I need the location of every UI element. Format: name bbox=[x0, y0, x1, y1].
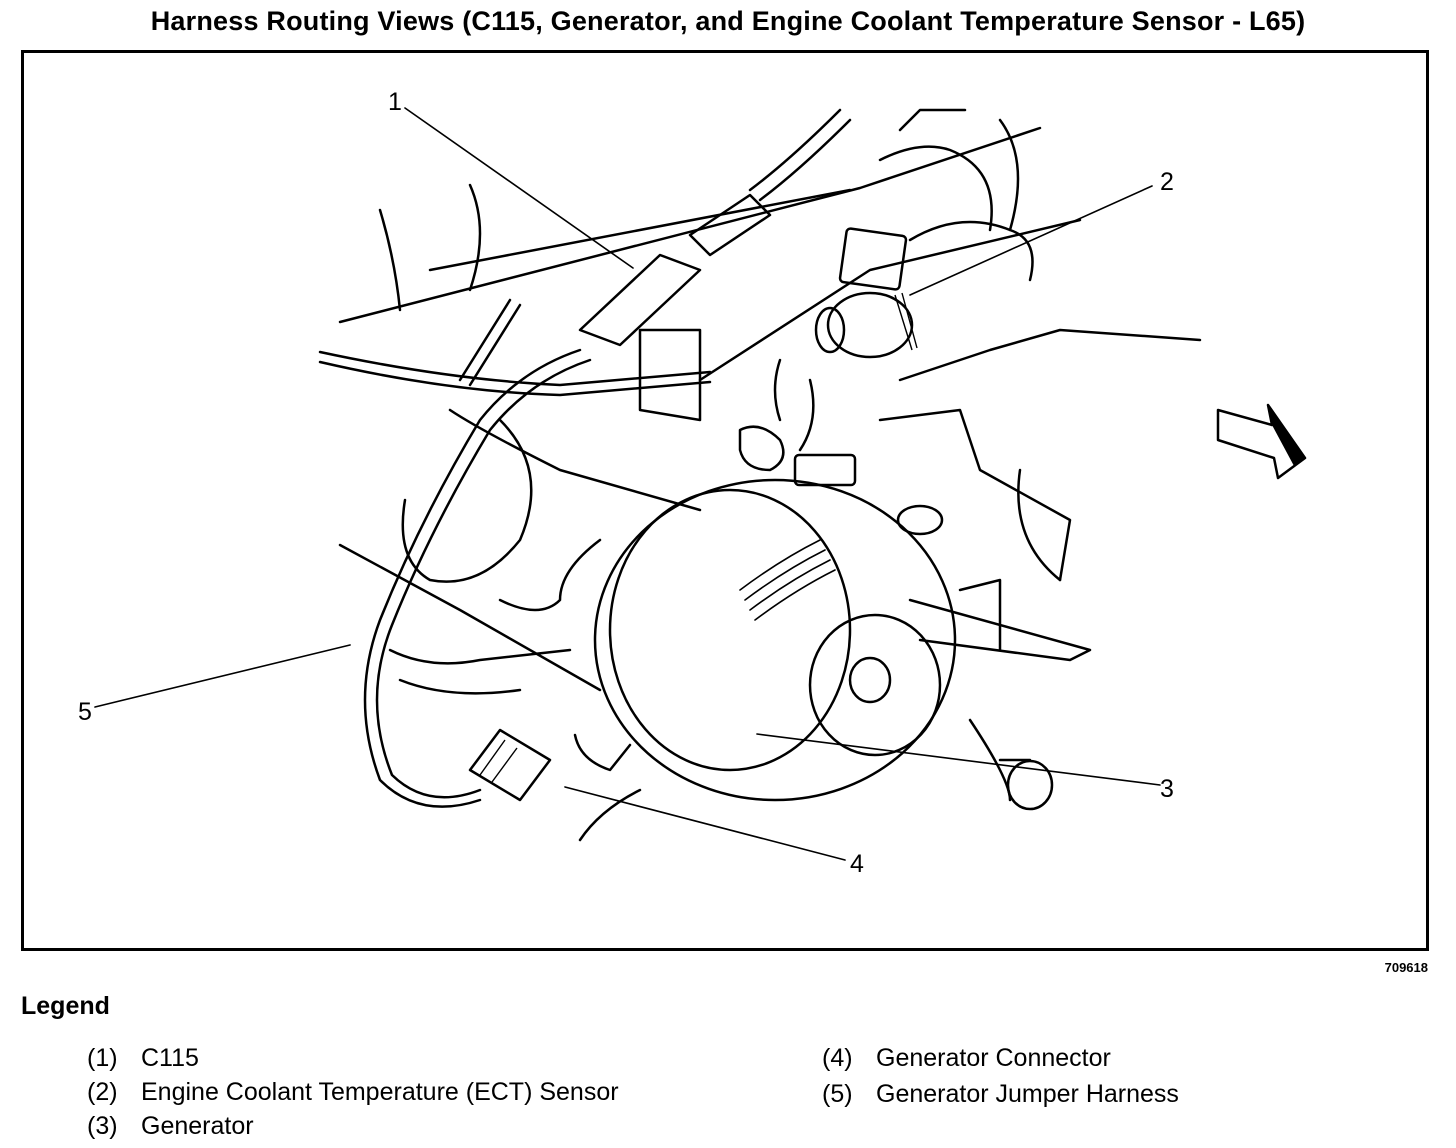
legend-item-3: (3) Generator bbox=[87, 1112, 254, 1141]
legend-item-number: (3) bbox=[87, 1112, 118, 1140]
legend-item-2: (2) Engine Coolant Temperature (ECT) Sens… bbox=[87, 1078, 619, 1107]
callout-3: 3 bbox=[1160, 775, 1174, 803]
legend-item-5: (5) Generator Jumper Harness bbox=[822, 1080, 1179, 1109]
legend-item-1: (1) C115 bbox=[87, 1044, 199, 1073]
legend-item-number: (2) bbox=[87, 1078, 118, 1106]
callout-1: 1 bbox=[388, 88, 402, 116]
legend-item-number: (5) bbox=[822, 1080, 853, 1108]
ect-sensor-drawing bbox=[814, 227, 918, 359]
illustration-frame bbox=[21, 50, 1429, 951]
leader-lines bbox=[94, 107, 1161, 861]
generator-body bbox=[573, 425, 1054, 811]
legend-heading: Legend bbox=[21, 992, 110, 1020]
legend-item-number: (4) bbox=[822, 1044, 853, 1072]
legend-item-number: (1) bbox=[87, 1044, 118, 1072]
c115-connector-drawing bbox=[578, 193, 772, 422]
callout-2: 2 bbox=[1160, 168, 1174, 196]
legend-item-label: Generator Connector bbox=[876, 1044, 1111, 1072]
callout-4: 4 bbox=[850, 850, 864, 878]
figure-id: 709618 bbox=[1384, 960, 1428, 975]
engine-block-outline bbox=[338, 126, 1202, 802]
diagram-title: Harness Routing Views (C115, Generator, … bbox=[150, 6, 1306, 36]
direction-arrow-icon bbox=[1216, 403, 1307, 480]
harness-wires bbox=[318, 108, 1034, 842]
legend-item-label: Engine Coolant Temperature (ECT) Sensor bbox=[141, 1078, 619, 1106]
callout-5: 5 bbox=[78, 698, 92, 726]
legend-item-label: Generator bbox=[141, 1112, 254, 1140]
legend-item-4: (4) Generator Connector bbox=[822, 1044, 1111, 1073]
legend-item-label: C115 bbox=[141, 1044, 199, 1072]
generator-connector-drawing bbox=[468, 728, 552, 802]
legend-item-label: Generator Jumper Harness bbox=[876, 1080, 1179, 1108]
